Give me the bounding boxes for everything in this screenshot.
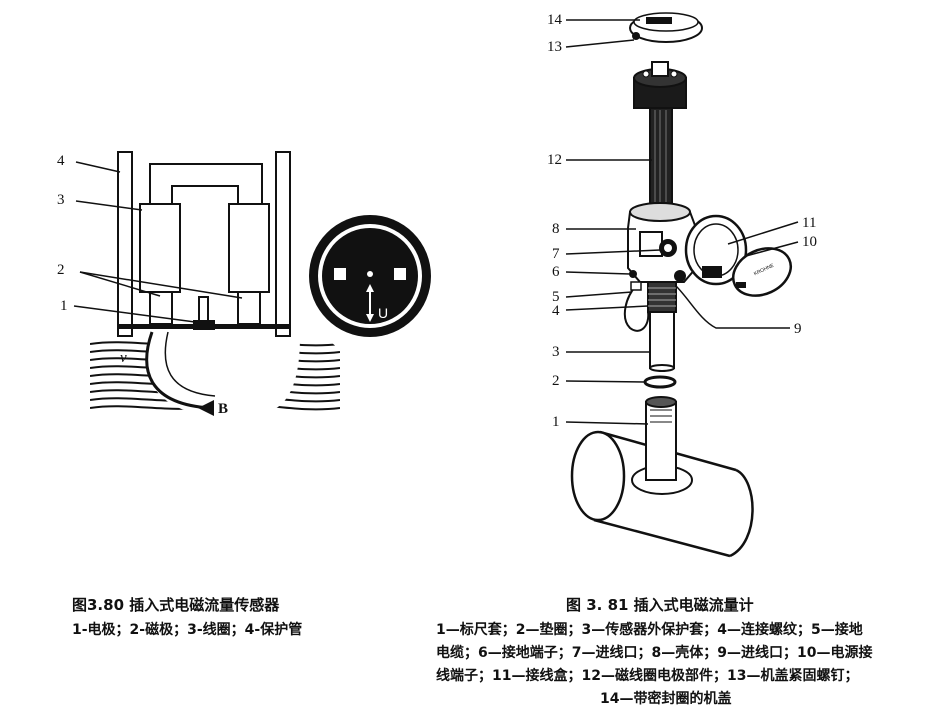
electrode-head bbox=[193, 320, 215, 330]
label-u: U bbox=[378, 305, 388, 321]
coil-electrode-head bbox=[633, 61, 687, 109]
caption-legend-left: 1-电极；2-磁极；3-线圈；4-保护管 bbox=[72, 622, 303, 638]
magnetic-core bbox=[149, 163, 263, 205]
label-7: 7 bbox=[552, 246, 560, 262]
label-13: 13 bbox=[547, 39, 562, 55]
ground-terminal bbox=[629, 270, 637, 278]
magnetic-field-line bbox=[145, 331, 211, 410]
cable-entry-9 bbox=[674, 270, 686, 282]
junction-box bbox=[684, 214, 748, 286]
cover-screw bbox=[632, 32, 640, 40]
label-2: 2 bbox=[57, 262, 65, 278]
label-1: 1 bbox=[60, 298, 68, 314]
label-14: 14 bbox=[547, 12, 563, 28]
caption-line-2: 电缆；6—接地端子；7—进线口；8—壳体；9—进线口；10—电源接 bbox=[436, 645, 873, 661]
caption-line-3: 线端子；11—接线盒；12—磁线圈电极部件；13—机盖紧固螺钉； bbox=[436, 668, 859, 684]
label-3: 3 bbox=[57, 192, 65, 208]
caption-title-left: 图3.80 插入式电磁流量传感器 bbox=[72, 596, 280, 614]
label-10: 10 bbox=[802, 234, 817, 250]
protection-tube-right bbox=[275, 151, 291, 337]
caption-line-1: 1—标尺套；2—垫圈；3—传感器外保护套；4—连接螺纹；5—接地 bbox=[436, 622, 863, 638]
label-b: B bbox=[218, 401, 228, 417]
label-2-right: 2 bbox=[552, 373, 560, 389]
label-9: 9 bbox=[794, 321, 802, 337]
magnetic-pole-left bbox=[149, 291, 173, 325]
label-5: 5 bbox=[552, 289, 560, 305]
scale-sleeve bbox=[645, 396, 677, 481]
power-terminal bbox=[702, 266, 722, 278]
junction-box-cover: KROHNE bbox=[732, 247, 792, 297]
caption-title-right: 图 3. 81 插入式电磁流量计 bbox=[566, 596, 754, 614]
label-3-right: 3 bbox=[552, 344, 560, 360]
ground-cable bbox=[623, 285, 650, 332]
coil-electrode-rod bbox=[649, 107, 673, 205]
housing bbox=[627, 202, 697, 283]
flowmeter-exploded-view: KROHNE bbox=[547, 12, 817, 558]
coil-left bbox=[139, 203, 181, 293]
label-8: 8 bbox=[552, 221, 560, 237]
field-arrow-icon bbox=[198, 400, 214, 416]
label-12: 12 bbox=[547, 152, 562, 168]
caption-line-4: 14—带密封圈的机盖 bbox=[600, 691, 732, 707]
label-4: 4 bbox=[57, 153, 65, 169]
label-11: 11 bbox=[802, 215, 816, 231]
sensor-protective-sleeve bbox=[649, 311, 675, 369]
electrode-stem bbox=[198, 296, 209, 324]
label-4-right: 4 bbox=[552, 303, 560, 319]
coil-right bbox=[228, 203, 270, 293]
label-6: 6 bbox=[552, 264, 560, 280]
protection-tube-left bbox=[117, 151, 133, 337]
sensor-bottom-view: U bbox=[309, 215, 431, 337]
machine-cover bbox=[629, 12, 703, 43]
magnetic-pole-right bbox=[237, 291, 261, 325]
connecting-thread bbox=[647, 281, 677, 313]
label-1-right: 1 bbox=[552, 414, 560, 430]
insertion-sensor-diagram: B v 4 3 2 1 bbox=[57, 151, 431, 417]
gasket bbox=[643, 375, 677, 389]
label-v: v bbox=[120, 350, 127, 366]
